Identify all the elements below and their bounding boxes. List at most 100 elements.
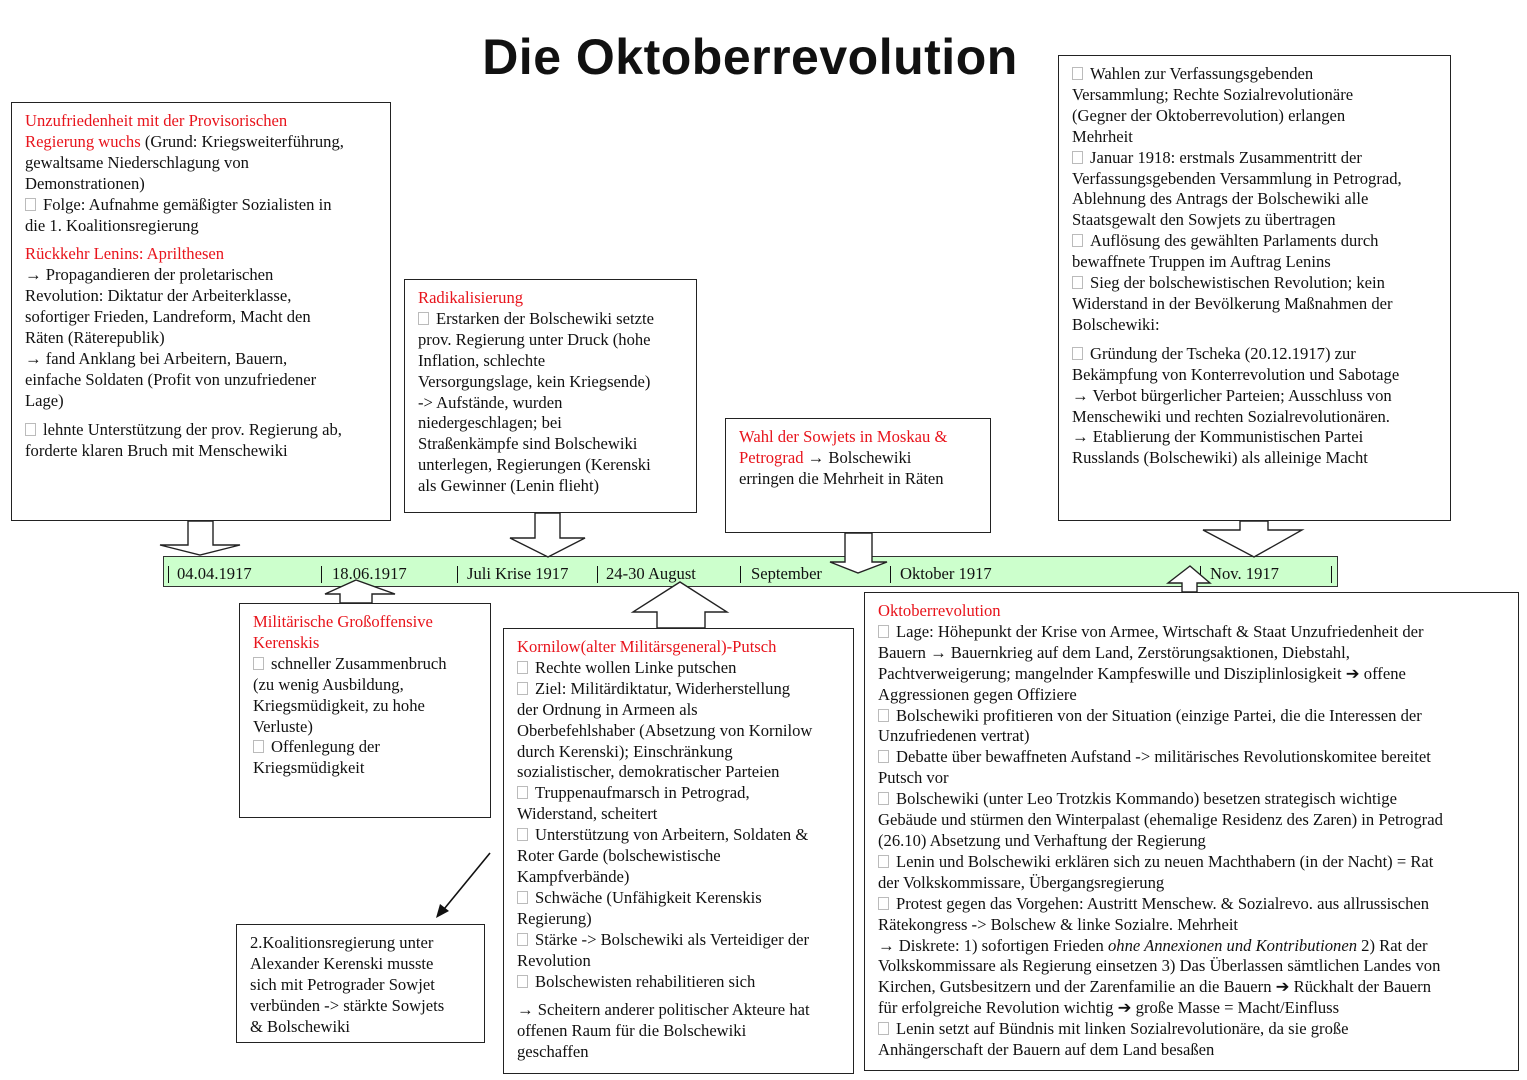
- text-line: geschaffen: [517, 1042, 589, 1062]
- bullet-icon: [1072, 150, 1083, 164]
- text-line: Truppenaufmarsch in Petrograd,: [517, 783, 853, 804]
- box-wahl-sowjets: Wahl der Sowjets in Moskau &Petrograd → …: [725, 418, 991, 533]
- text-line: niedergeschlagen; bei: [418, 413, 562, 433]
- bullet-icon: [517, 786, 528, 800]
- text-line: Verluste): [253, 716, 313, 736]
- text-line: Bauern → Bauernkrieg auf dem Land, Zerst…: [878, 642, 1350, 662]
- text-line: Menschewiki und rechten Sozialrevolution…: [1072, 406, 1390, 426]
- text-segment: 2) Rat der: [1357, 935, 1428, 955]
- bullet-icon: [878, 624, 889, 638]
- text-line: → Verbot bürgerlicher Parteien; Ausschlu…: [1072, 385, 1392, 405]
- text-line: Unzufriedenen vertrat): [878, 726, 1030, 746]
- text-line: Russlands (Bolschewiki) als alleinige Ma…: [1072, 448, 1368, 468]
- text-line: 2.Koalitionsregierung unter: [250, 933, 434, 952]
- text-line: [1072, 336, 1450, 344]
- bullet-icon: [878, 750, 889, 764]
- text-line: Mehrheit: [1072, 126, 1133, 146]
- bullet-icon: [517, 974, 528, 988]
- bullet-icon: [1072, 234, 1083, 248]
- text-line: Regierung wuchs (Grund: Kriegsweiterführ…: [25, 132, 390, 153]
- timeline-label: 18.06.1917: [332, 564, 407, 583]
- text-line: Debatte über bewaffneten Aufstand -> mil…: [878, 747, 1518, 768]
- heading-text: Rückkehr Lenins: Aprilthesen: [25, 244, 225, 264]
- text-segment: (Grund: Kriegsweiterführung,: [140, 131, 344, 151]
- text-line: Versammlung; Rechte Sozialrevolutionäre: [1072, 84, 1354, 104]
- text-line: Regierung): [517, 908, 592, 928]
- text-line: sich mit Petrograder Sowjet: [250, 974, 435, 994]
- text-line: Oberbefehlshaber (Absetzung von Kornilow: [517, 720, 813, 740]
- bullet-icon: [253, 656, 264, 670]
- text-line: Aggressionen gegen Offiziere: [878, 684, 1077, 704]
- heading-text: Militärische Großoffensive: [253, 612, 433, 631]
- bullet-text: Lenin setzt auf Bündnis mit linken Sozia…: [896, 1019, 1349, 1039]
- heading-text: Petrograd: [739, 447, 804, 467]
- heading-text: Kerenskis: [253, 632, 320, 652]
- timeline-label: September: [751, 564, 822, 583]
- text-line: Wahl der Sowjets in Moskau &: [739, 427, 990, 448]
- down-arrow: [159, 520, 241, 556]
- text-line: der Volkskommissare, Übergangsregierung: [878, 872, 1165, 892]
- text-segment: → Diskrete: 1) sofortigen Frieden: [878, 935, 1108, 955]
- bullet-text: Sieg der bolschewistischen Revolution; k…: [1090, 273, 1385, 293]
- down-arrow: [1202, 520, 1305, 558]
- text-line: Straßenkämpfe sind Bolschewiki: [418, 434, 638, 454]
- timeline-label: Nov. 1917: [1210, 564, 1279, 583]
- text-line: Bolschewiki:: [1072, 314, 1160, 334]
- heading-text: Regierung wuchs: [25, 131, 141, 151]
- bullet-text: Gründung der Tscheka (20.12.1917) zur: [1090, 343, 1356, 363]
- text-line: Lage): [25, 390, 64, 410]
- text-line: Inflation, schlechte: [418, 350, 546, 370]
- text-line: Ziel: Militärdiktatur, Widerherstellung: [517, 679, 853, 700]
- text-line: einfache Soldaten (Profit von unzufriede…: [25, 369, 317, 389]
- text-line: Bolschewiki profitieren von der Situatio…: [878, 706, 1518, 727]
- text-segment: ohne Annexionen und Kontributionen: [1107, 935, 1357, 955]
- bullet-icon: [25, 422, 36, 436]
- text-line: für erfolgreiche Revolution wichtig ➔ gr…: [878, 998, 1340, 1018]
- bullet-icon: [517, 932, 528, 946]
- bullet-text: Protest gegen das Vorgehen: Austritt Men…: [896, 893, 1430, 913]
- timeline-label: Juli Krise 1917: [467, 564, 569, 583]
- text-line: Pachtverweigerung; mangelnder Kampfeswil…: [878, 663, 1406, 683]
- text-line: der Ordnung in Armeen als: [517, 699, 698, 719]
- heading-text: Kornilow(alter Militärsgeneral)-Putsch: [517, 637, 777, 656]
- bullet-icon: [517, 681, 528, 695]
- bullet-text: Januar 1918: erstmals Zusammentritt der: [1090, 147, 1362, 167]
- text-line: Rätekongress -> Bolschew & linke Sozialr…: [878, 914, 1239, 934]
- timeline-tick: [1331, 566, 1332, 583]
- text-line: Rechte wollen Linke putschen: [517, 658, 853, 679]
- text-line: Sieg der bolschewistischen Revolution; k…: [1072, 273, 1450, 294]
- text-line: Folge: Aufnahme gemäßigter Sozialisten i…: [25, 195, 390, 216]
- bullet-text: Stärke -> Bolschewiki als Verteidiger de…: [535, 929, 810, 949]
- text-line: offenen Raum für die Bolschewiki: [517, 1021, 747, 1041]
- bullet-text: Bolschewisten rehabilitieren sich: [535, 971, 756, 991]
- text-segment: → Bolschewiki: [803, 447, 912, 467]
- bullet-text: Wahlen zur Verfassungsgebenden: [1090, 64, 1314, 83]
- timeline-tick: [597, 566, 598, 583]
- text-line: Rückkehr Lenins: Aprilthesen: [25, 244, 390, 265]
- bullet-icon: [418, 311, 429, 325]
- bullet-text: Lenin und Bolschewiki erklären sich zu n…: [896, 851, 1434, 871]
- text-line: Gründung der Tscheka (20.12.1917) zur: [1072, 344, 1450, 365]
- text-line: Kampfverbände): [517, 866, 630, 886]
- text-line: Kirchen, Gutsbesitzern und der Zarenfami…: [878, 977, 1431, 997]
- text-line: [25, 236, 390, 244]
- heading-text: Unzufriedenheit mit der Provisorischen: [25, 111, 288, 130]
- text-line: Kornilow(alter Militärsgeneral)-Putsch: [517, 637, 853, 658]
- heading-text: Oktoberrevolution: [878, 601, 1001, 620]
- text-line: (Gegner der Oktoberrevolution) erlangen: [1072, 105, 1346, 125]
- text-line: forderte klaren Bruch mit Menschewiki: [25, 440, 288, 460]
- text-line: Staatsgewalt den Sowjets zu übertragen: [1072, 210, 1336, 230]
- heading-text: Wahl der Sowjets in Moskau &: [739, 427, 948, 446]
- text-line: → Propagandieren der proletarischen: [25, 265, 274, 285]
- text-line: Roter Garde (bolschewistische: [517, 846, 721, 866]
- text-line: Demonstrationen): [25, 173, 145, 193]
- timeline-tick: [168, 566, 169, 583]
- timeline-label: 24-30 August: [606, 564, 696, 583]
- text-line: Bolschewiki (unter Leo Trotzkis Kommando…: [878, 789, 1518, 810]
- text-line: Revolution: [517, 950, 591, 970]
- bullet-icon: [253, 740, 264, 754]
